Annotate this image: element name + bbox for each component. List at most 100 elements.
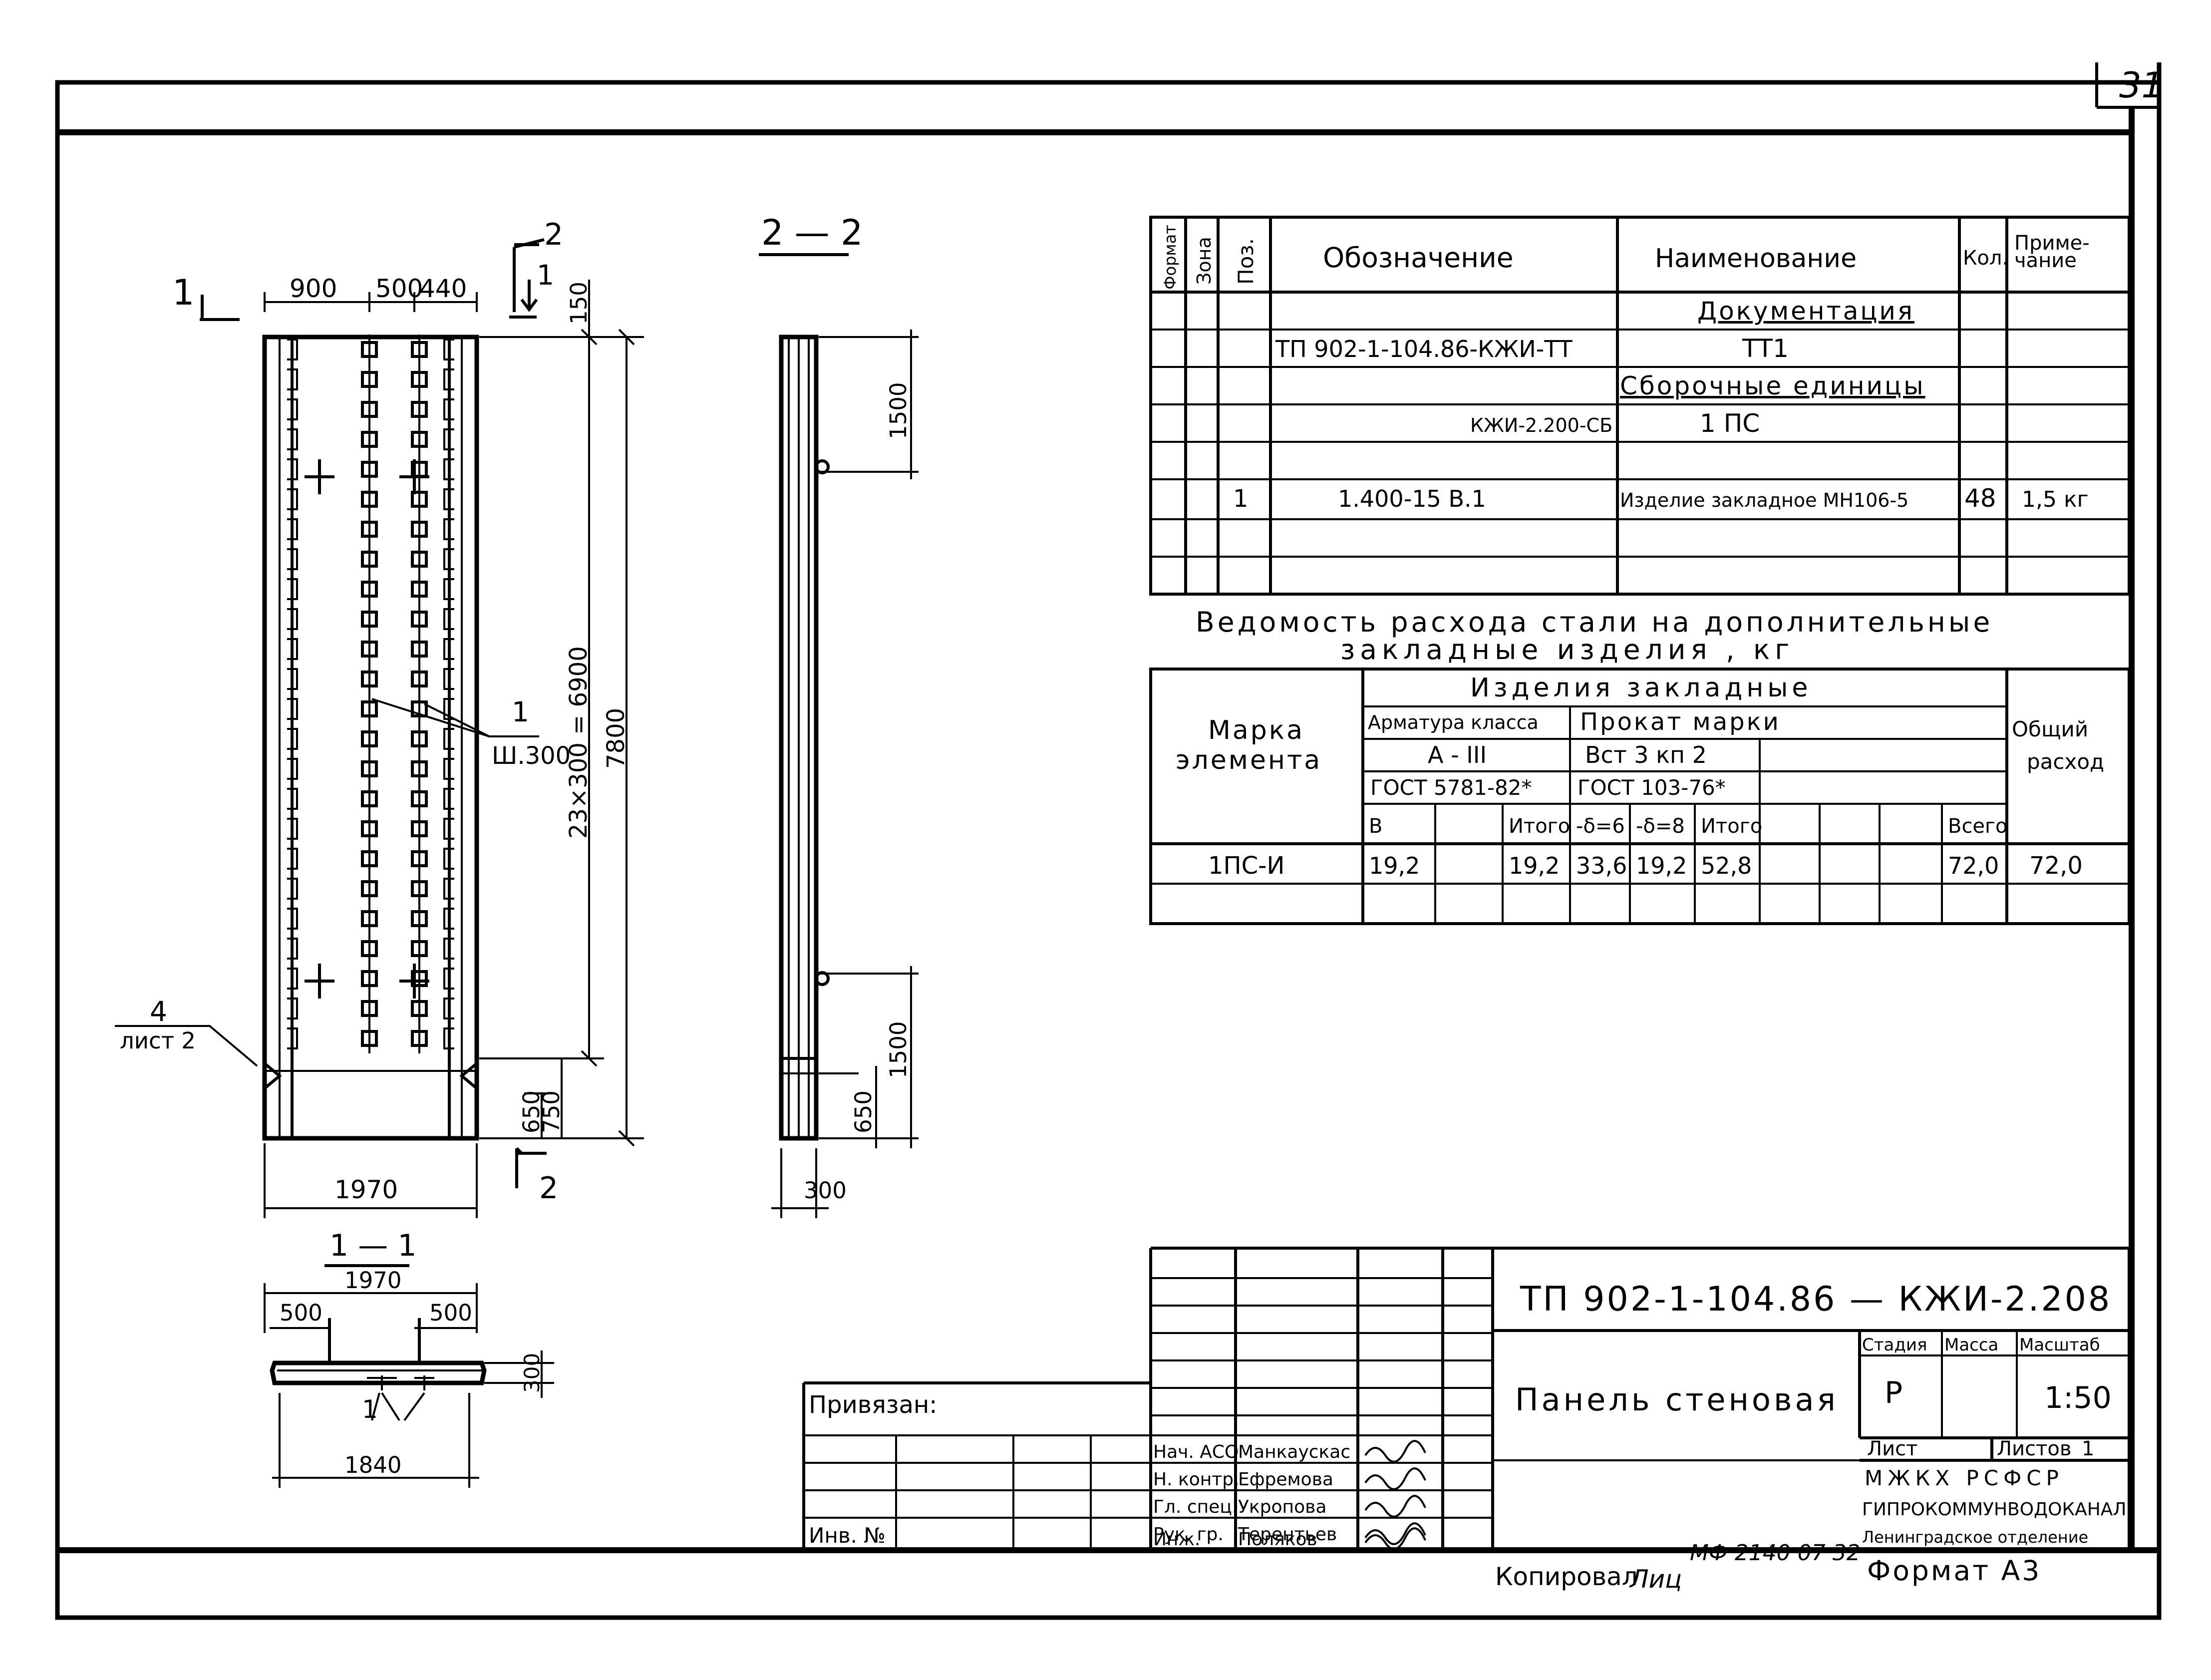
org-line3: Ленинградское отделение	[1862, 1528, 2088, 1547]
scale-value: 1:50	[2044, 1380, 2112, 1415]
section-2-2-title: 2 — 2	[761, 212, 863, 253]
signature-name: Терентьев	[1238, 1524, 1337, 1545]
edge-rebar-tick	[287, 368, 454, 390]
spec-cell-name: Изделие закладное МН106-5	[1620, 489, 1908, 511]
signature-name: Поляков	[1238, 1529, 1317, 1550]
spec-header-note-2: чание	[2014, 249, 2077, 272]
callout-1-label: 1	[512, 696, 529, 728]
panel-elevation	[262, 335, 479, 1141]
stage-label: Стадия	[1862, 1335, 1927, 1355]
spec-cell-name: Документация	[1697, 297, 1914, 326]
steel-subheader: Всего	[1948, 815, 2008, 838]
section-1-label: 1	[172, 272, 195, 313]
spec-header-note-1: Приме-	[2014, 232, 2090, 255]
handwritten-signature	[1364, 1527, 1426, 1550]
title-block-code: ТП 902-1-104.86 — КЖИ-2.208	[1520, 1280, 2112, 1319]
edge-rebar-tick	[287, 1027, 454, 1049]
spec-header-designation: Обозначение	[1323, 242, 1514, 274]
section-2-2-view	[771, 330, 919, 1218]
spec-cell-note: 1,5 кг	[2022, 487, 2089, 512]
edge-rebar-tick	[287, 848, 454, 870]
dim-650: 650	[518, 1090, 545, 1133]
s22-dim-1500-top: 1500	[885, 382, 912, 439]
footer-format: Формат А3	[1867, 1555, 2041, 1587]
steel-title-line1: Ведомость расхода стали на дополнительны…	[1196, 606, 1993, 638]
edge-rebar-tick	[287, 788, 454, 810]
steel-subheader: В	[1369, 815, 1382, 838]
handwritten-signature	[1364, 1467, 1426, 1490]
sheets-label: Листов	[1997, 1437, 2071, 1460]
signature-role: Рук. гр.	[1153, 1524, 1224, 1545]
signature-role: Нач. АСО	[1153, 1442, 1239, 1462]
sheets-count: 1	[2082, 1437, 2094, 1460]
s11-dim-1840: 1840	[344, 1452, 402, 1478]
handwritten-signature	[1364, 1522, 1426, 1545]
inv-label: Инв. №	[809, 1523, 886, 1548]
edge-rebar-tick	[287, 338, 454, 360]
steel-title-line2: закладные изделия , кг	[1340, 634, 1794, 666]
handwritten-signature	[1364, 1495, 1426, 1518]
edge-rebar-tick	[287, 728, 454, 750]
s11-dim-500-right: 500	[429, 1300, 472, 1326]
steel-total-line2: расход	[2027, 749, 2104, 774]
handwritten-signature	[1364, 1440, 1426, 1463]
edge-rebar-tick	[287, 518, 454, 540]
spec-cell-designation: 1.400-15 В.1	[1338, 485, 1486, 512]
steel-value: 72,0	[1948, 852, 1999, 879]
s11-dim-300: 300	[520, 1353, 544, 1393]
section-2-marker-bottom	[515, 1147, 547, 1188]
dim-500: 500	[375, 274, 423, 303]
bound-label: Привязан:	[809, 1391, 937, 1419]
steel-row-total: 72,0	[2029, 852, 2083, 880]
steel-subheader: -δ=6	[1576, 815, 1625, 838]
dim-6900: 23×300 = 6900	[565, 646, 593, 839]
edge-rebar-tick	[287, 428, 454, 450]
dim-440: 440	[419, 274, 467, 303]
edge-rebar-tick	[287, 578, 454, 600]
steel-subheader: -δ=8	[1636, 815, 1685, 838]
spec-header-name: Наименование	[1655, 244, 1857, 274]
spec-cell-pos: 1	[1233, 485, 1249, 513]
spec-cell-qty: 48	[1964, 484, 1996, 513]
steel-table-grid	[1149, 668, 2131, 925]
spec-cell-name: 1 ПС	[1700, 409, 1760, 438]
steel-rebar-gost: ГОСТ 5781-82*	[1370, 775, 1532, 800]
edge-rebar-tick	[287, 548, 454, 570]
sheet-number: 31	[2119, 65, 2164, 106]
signature-name: Манкаускас	[1238, 1442, 1350, 1462]
steel-value: 52,8	[1701, 852, 1752, 879]
spec-cell-name: ТТ1	[1742, 334, 1789, 363]
dim-900: 900	[290, 274, 337, 303]
section-1-marker	[200, 295, 240, 321]
edge-rebar-tick	[287, 758, 454, 780]
mass-label: Масса	[1944, 1335, 1998, 1355]
edge-rebar-tick	[287, 968, 454, 990]
s22-dim-650: 650	[850, 1090, 877, 1133]
dim-1970-line	[264, 1143, 478, 1218]
steel-rolled-header: Прокат марки	[1580, 708, 1781, 736]
signature-name: Укропова	[1238, 1497, 1326, 1517]
spec-header-zone: Зона	[1193, 237, 1215, 285]
spec-cell-designation: КЖИ-2.200-СБ	[1470, 414, 1612, 436]
title-block-title: Панель стеновая	[1515, 1381, 1839, 1418]
spec-header-pos: Поз.	[1234, 238, 1258, 285]
dim-7800: 7800	[602, 708, 630, 769]
section-2-top-label: 2	[544, 217, 563, 252]
section-1-1-view	[264, 1283, 554, 1488]
dim-1970: 1970	[334, 1175, 398, 1204]
callout-1-leaders	[371, 698, 539, 737]
edge-rebar-tick	[287, 638, 454, 660]
steel-rolled-grade: Вст 3 кп 2	[1585, 741, 1707, 768]
right-dimensions	[479, 280, 644, 1147]
steel-row-mark: 1ПС-И	[1208, 852, 1284, 880]
steel-value: 19,2	[1369, 852, 1420, 879]
callout-4-leader	[115, 1025, 258, 1067]
edge-rebar-tick	[287, 608, 454, 630]
steel-total-line1: Общий	[2012, 717, 2088, 741]
callout-4-sheet: лист 2	[120, 1027, 196, 1054]
embedded-items-columns	[287, 335, 454, 1053]
steel-mark-line2: элемента	[1176, 745, 1322, 775]
